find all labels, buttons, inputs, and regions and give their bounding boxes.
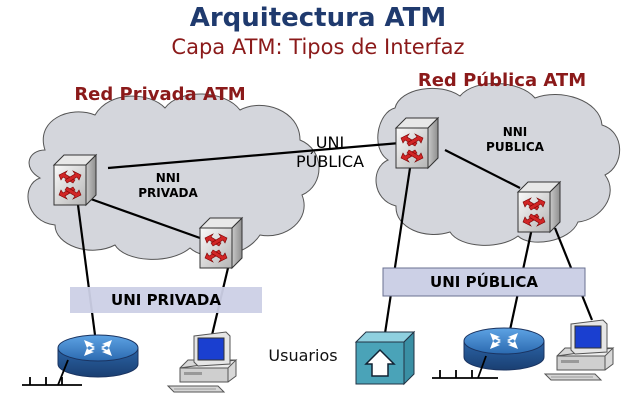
nni-publica-label-line1: NNI xyxy=(503,125,528,139)
atm-switch-icon xyxy=(517,181,561,233)
private-network-label: Red Privada ATM xyxy=(74,84,245,105)
uni-privada-label: UNI PRIVADA xyxy=(111,291,221,309)
lan-segment-private xyxy=(22,359,82,386)
link-public-switch1-house xyxy=(382,167,412,341)
link-private-switch1-router xyxy=(76,204,97,336)
link-public-switch1-switch2 xyxy=(444,149,521,189)
uni-privada-bar xyxy=(70,287,262,313)
atm-switch-icon xyxy=(395,117,439,169)
link-private-switch1-switch2 xyxy=(87,196,201,240)
users-label: Usuarios xyxy=(268,346,337,365)
atm-switch-icon xyxy=(199,217,243,269)
nni-privada-label-line2: PRIVADA xyxy=(138,186,198,200)
page-title: Arquitectura ATM xyxy=(190,3,447,33)
house-icon xyxy=(354,330,416,386)
nni-privada-label-line1: NNI xyxy=(156,171,181,185)
workstation-icon xyxy=(544,319,614,381)
page-subtitle: Capa ATM: Tipos de Interfaz xyxy=(171,35,464,59)
link-private-switch-public-switch xyxy=(107,141,401,170)
nni-publica-label-line2: PUBLICA xyxy=(486,140,545,154)
private-network-cloud xyxy=(27,93,320,260)
uni-publica-label: UNI PÚBLICA xyxy=(430,272,538,291)
uni-publica-link-label-line2: PÚBLICA xyxy=(296,152,364,171)
router-icon xyxy=(57,334,139,378)
lan-segment-public xyxy=(432,355,498,379)
workstation-icon xyxy=(167,331,237,393)
uni-publica-bar xyxy=(382,267,586,297)
uni-publica-link-label-line1: UNI xyxy=(316,133,344,152)
public-network-label: Red Pública ATM xyxy=(418,70,586,91)
router-icon xyxy=(463,327,545,371)
atm-switch-icon xyxy=(53,154,97,206)
